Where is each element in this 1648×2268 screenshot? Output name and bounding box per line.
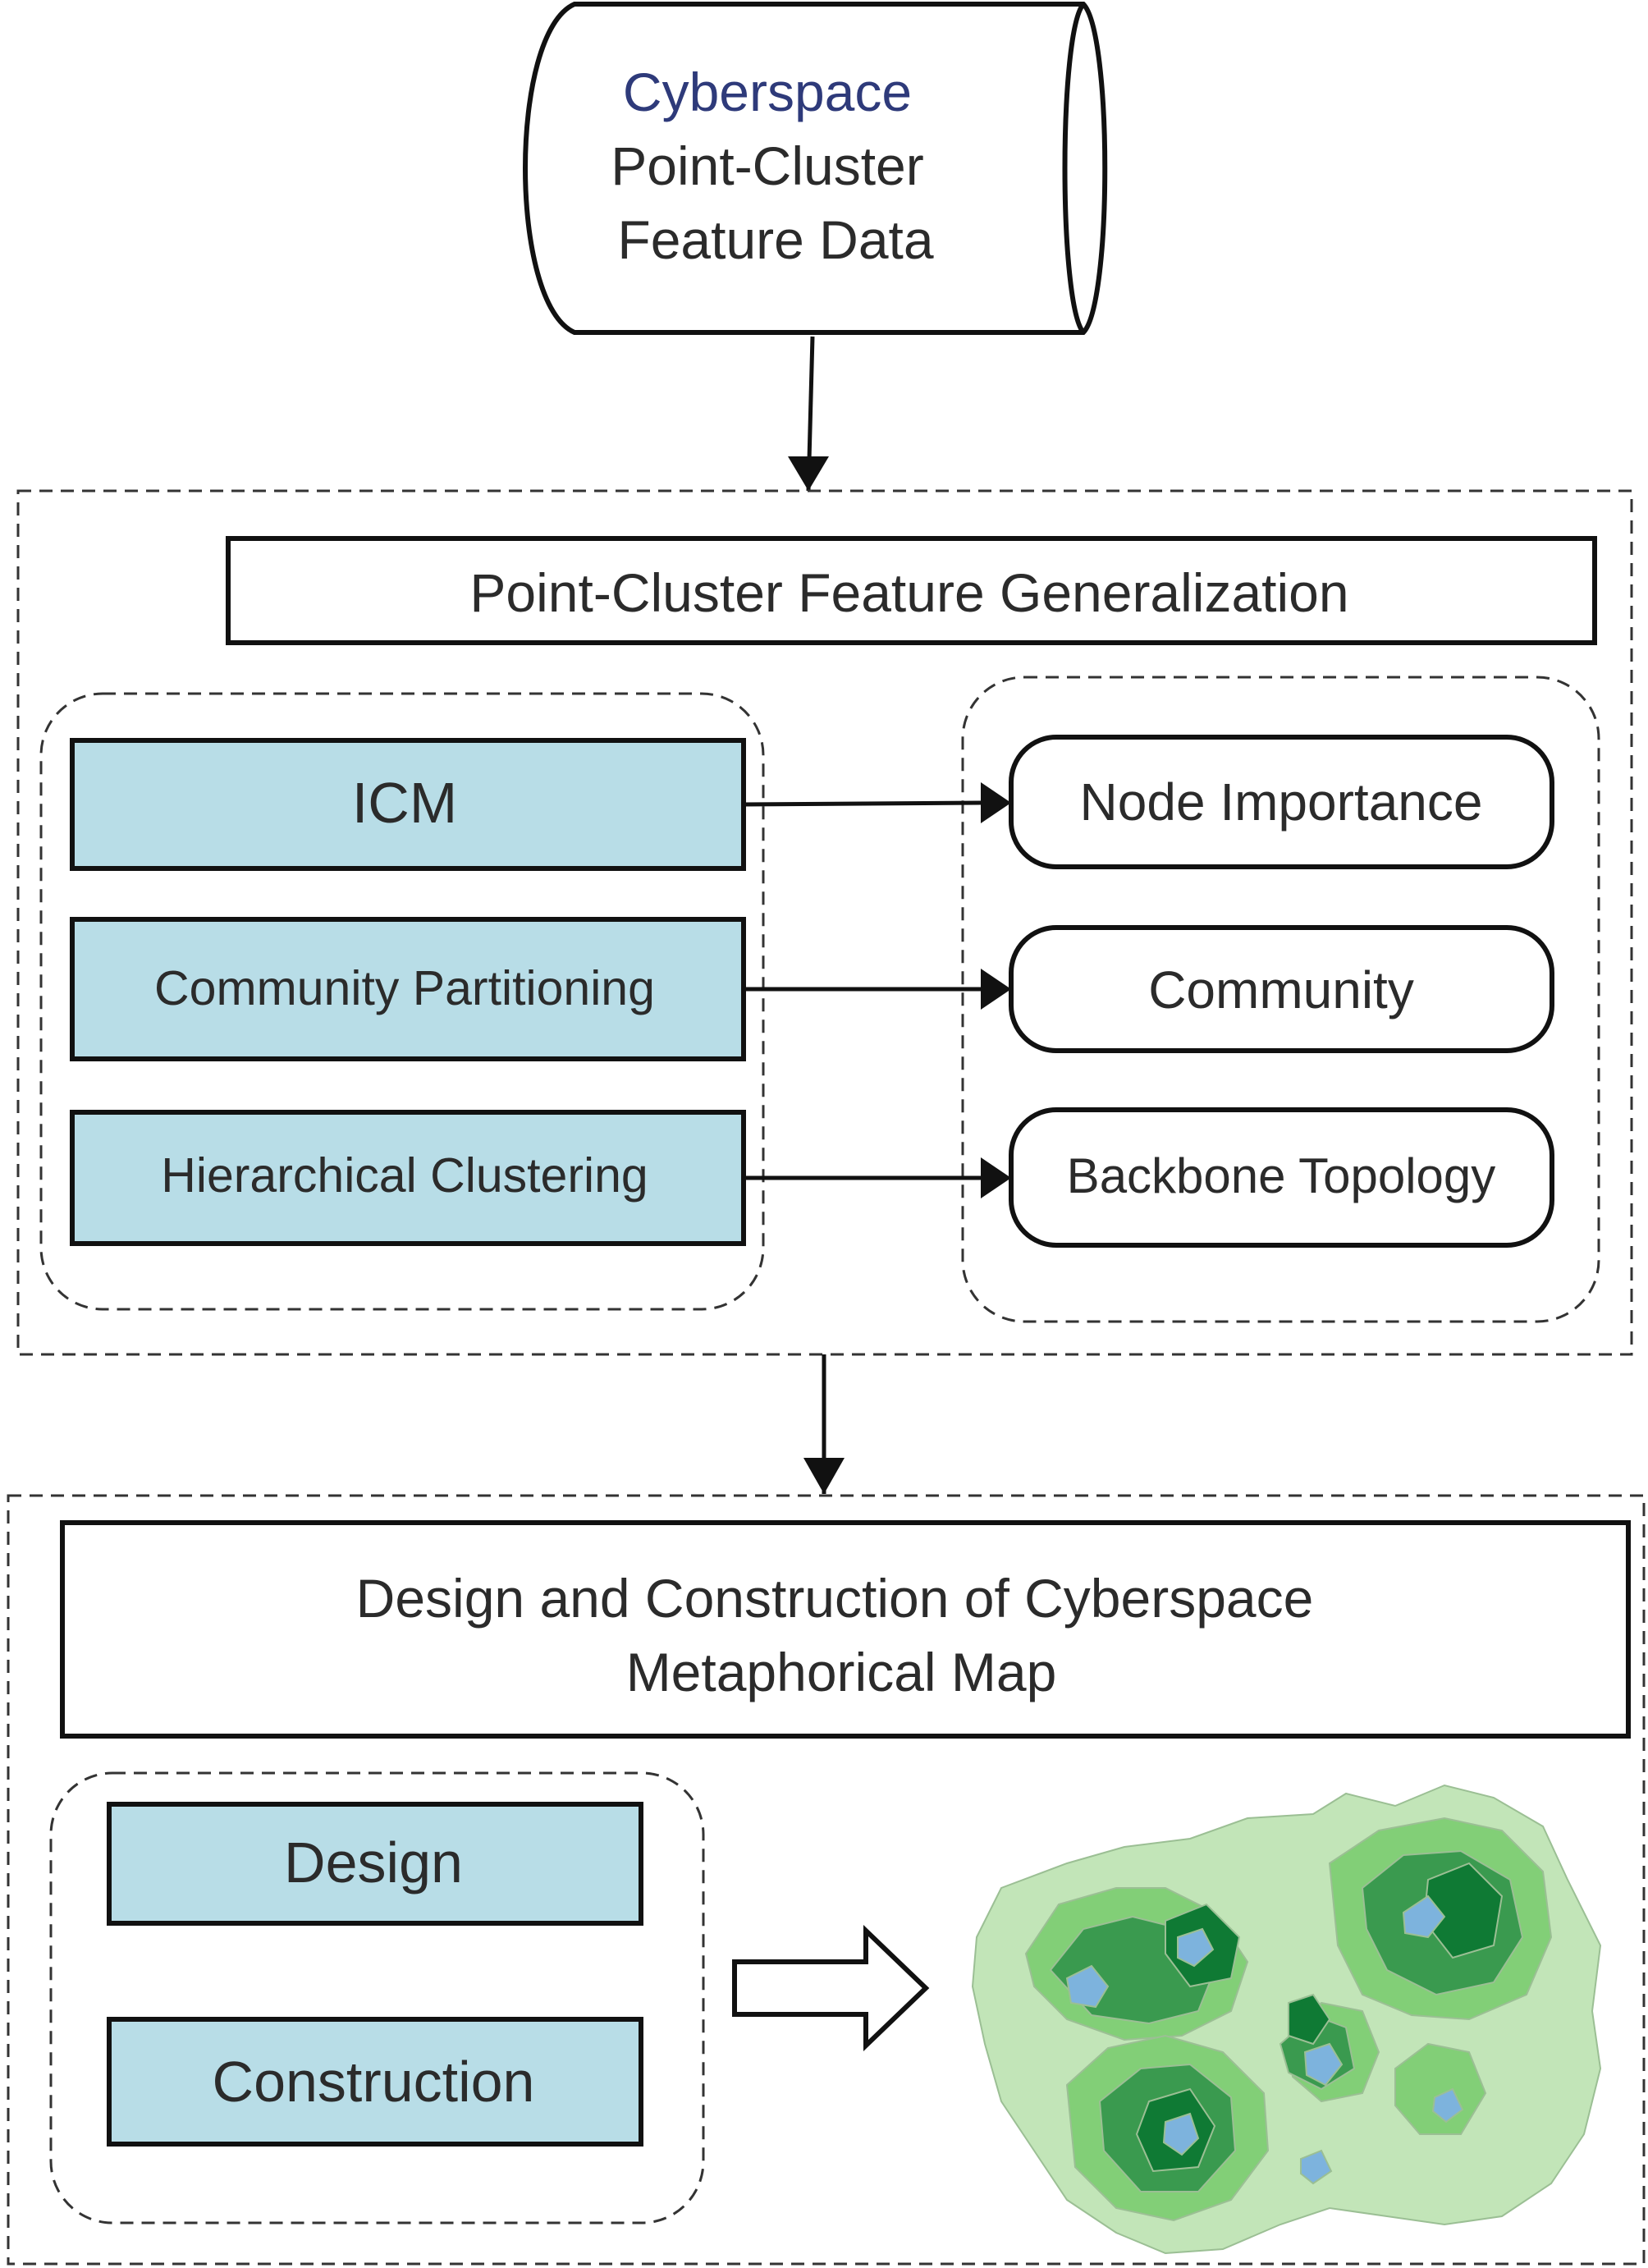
map-title-line2: Metaphorical Map <box>626 1642 1057 1702</box>
arrowhead-source <box>788 456 829 491</box>
generalization-title: Point-Cluster Feature Generalization <box>469 562 1348 623</box>
method-community-partitioning-label: Community Partitioning <box>154 961 655 1015</box>
step-construction-label: Construction <box>213 2050 535 2114</box>
generalization-title-box <box>226 536 1597 645</box>
method-box-hierarchical-clustering <box>70 1110 746 1246</box>
step-box-design <box>107 1802 643 1926</box>
step-box-construction <box>107 2017 643 2147</box>
method-icm-label: ICM <box>352 771 457 835</box>
method-hierarchical-clustering-label: Hierarchical Clustering <box>161 1148 648 1203</box>
source-line2: Point-Cluster <box>611 135 923 196</box>
methods-group <box>39 692 765 1311</box>
arrow-icm-to-node-importance <box>743 800 982 807</box>
metaphorical-map <box>971 1784 1602 2255</box>
output-community-label: Community <box>1148 960 1414 1019</box>
output-box-node-importance <box>1009 735 1554 869</box>
arrowhead-partitioning <box>981 969 1011 1010</box>
source-data-cylinder <box>523 2 1108 335</box>
method-box-community-partitioning <box>70 917 746 1061</box>
hollow-arrow <box>732 1924 930 2052</box>
steps-group <box>49 1771 705 2224</box>
map-title-line1: Design and Construction of Cyberspace <box>356 1568 1314 1629</box>
method-box-icm <box>70 738 746 871</box>
arrowhead-icm <box>981 782 1011 823</box>
arrowhead-clustering <box>981 1157 1011 1198</box>
output-node-importance-label: Node Importance <box>1080 772 1483 832</box>
source-line3: Feature Data <box>617 209 933 270</box>
output-backbone-topology-label: Backbone Topology <box>1067 1148 1496 1203</box>
map-title-box <box>60 1520 1631 1739</box>
map-section <box>7 1494 1646 2266</box>
step-design-label: Design <box>284 1830 463 1895</box>
outputs-group <box>961 676 1600 1323</box>
output-box-backbone-topology <box>1009 1107 1554 1248</box>
source-line1: Cyberspace <box>623 62 912 122</box>
arrowhead-map <box>803 1458 845 1494</box>
